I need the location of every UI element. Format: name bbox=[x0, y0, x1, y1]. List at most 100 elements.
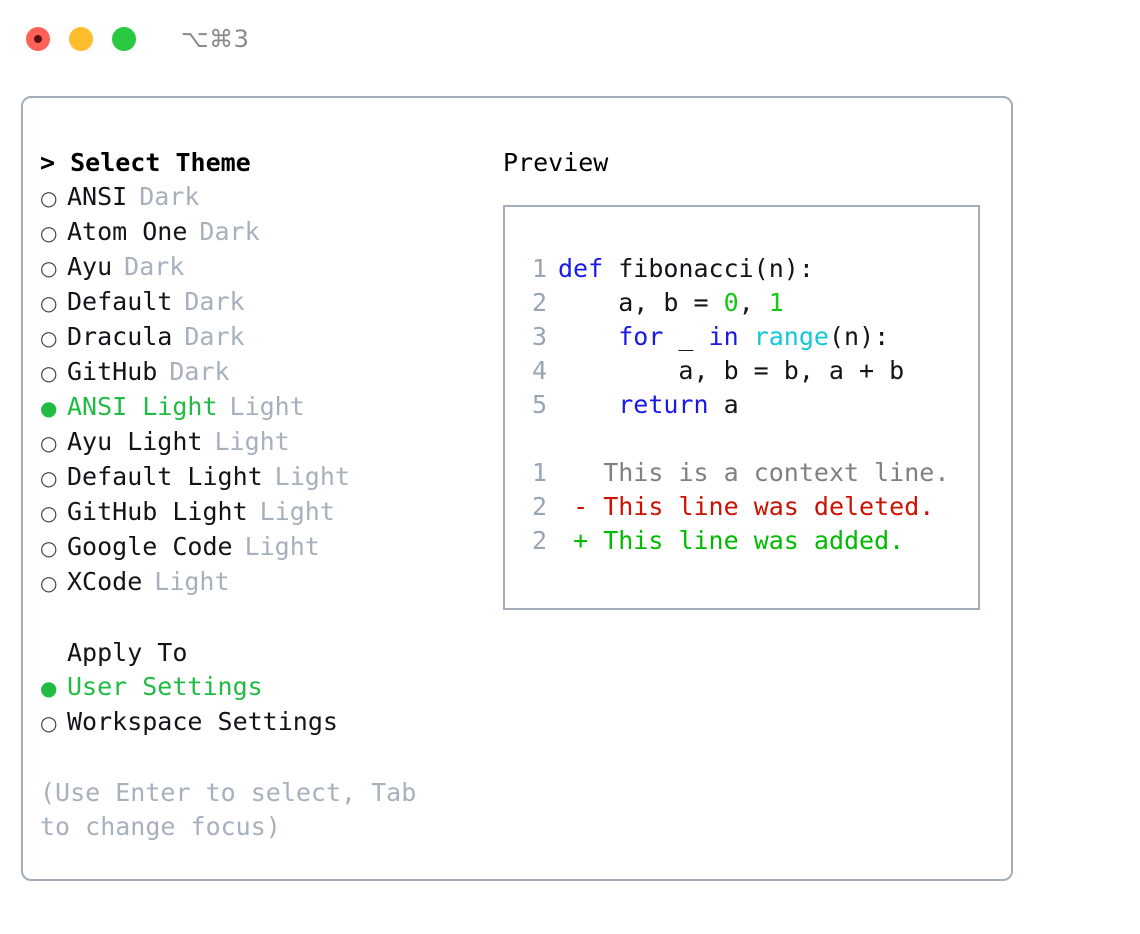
theme-option-label: GitHub Light bbox=[67, 497, 248, 526]
code-token-plain: , bbox=[738, 288, 769, 317]
radio-unselected-icon: ○ bbox=[40, 361, 58, 385]
code-token-plain: a, b = b, a + b bbox=[558, 356, 905, 385]
theme-option-label: ANSI bbox=[67, 182, 128, 211]
theme-option-label: Ayu bbox=[67, 252, 113, 281]
code-token-builtin: range bbox=[753, 322, 829, 351]
diff-line-text: + This line was added. bbox=[558, 524, 904, 558]
radio-unselected-icon: ○ bbox=[40, 291, 58, 315]
code-token-kw: for bbox=[618, 322, 664, 351]
code-line-text: for _ in range(n): bbox=[558, 320, 889, 354]
code-line: 1 def fibonacci(n): bbox=[525, 252, 978, 286]
diff-sign bbox=[573, 458, 588, 487]
theme-option-variant: Light bbox=[244, 532, 320, 561]
radio-unselected-icon: ○ bbox=[40, 711, 58, 735]
code-token-num: 1 bbox=[768, 288, 784, 317]
keyboard-shortcut-label: ⌥⌘3 bbox=[181, 25, 250, 53]
radio-unselected-icon: ○ bbox=[40, 256, 58, 280]
code-token-plain: a, b = bbox=[558, 288, 724, 317]
code-token-plain bbox=[739, 322, 754, 351]
code-token-plain: (n): bbox=[828, 322, 890, 351]
code-token-plain bbox=[558, 390, 618, 419]
radio-unselected-icon: ○ bbox=[40, 501, 58, 525]
code-token-plain: fibonacci(n): bbox=[618, 254, 814, 283]
radio-unselected-icon: ○ bbox=[40, 326, 58, 350]
code-line-number: 3 bbox=[531, 322, 547, 351]
theme-option-variant: Dark bbox=[124, 252, 185, 281]
theme-option-variant: Light bbox=[214, 427, 290, 456]
theme-option-variant: Light bbox=[274, 462, 350, 491]
window-titlebar: ⌥⌘3 bbox=[0, 0, 1140, 78]
close-button[interactable] bbox=[26, 27, 50, 51]
theme-option-label: Default bbox=[67, 287, 173, 316]
code-line-text: a, b = b, a + b bbox=[558, 354, 904, 388]
code-token-kw: return bbox=[618, 390, 709, 419]
select-theme-header: > Select Theme bbox=[40, 148, 251, 177]
theme-option-variant: Dark bbox=[184, 322, 245, 351]
theme-option-label: Dracula bbox=[67, 322, 173, 351]
code-line-text: def fibonacci(n): bbox=[558, 252, 814, 286]
minimize-button[interactable] bbox=[69, 27, 93, 51]
diff-line-number: 2 bbox=[531, 492, 547, 521]
code-diff-separator bbox=[525, 422, 978, 456]
radio-selected-icon: ● bbox=[40, 676, 58, 700]
theme-option-variant: Light bbox=[229, 392, 305, 421]
code-token-plain: _ bbox=[663, 322, 709, 351]
apply-to-option-workspace-settings[interactable]: ○Workspace Settings bbox=[40, 705, 503, 740]
radio-unselected-icon: ○ bbox=[40, 186, 58, 210]
apply-to-option-user-settings[interactable]: ●User Settings bbox=[40, 670, 503, 705]
keyboard-hint-text: (Use Enter to select, Tab to change focu… bbox=[40, 778, 417, 841]
theme-option-variant: Dark bbox=[199, 217, 260, 246]
diff-line-context: 1 This is a context line. bbox=[525, 456, 978, 490]
theme-option-variant: Dark bbox=[139, 182, 200, 211]
apply-to-list[interactable]: ●User Settings○Workspace Settings bbox=[40, 670, 503, 740]
theme-option-dracula[interactable]: ○ Dracula Dark bbox=[40, 320, 503, 355]
theme-option-label: XCode bbox=[67, 567, 143, 596]
theme-option-ansi[interactable]: ○ ANSI Dark bbox=[40, 180, 503, 215]
maximize-button[interactable] bbox=[112, 27, 136, 51]
code-line: 5 return a bbox=[525, 388, 978, 422]
code-token-plain bbox=[558, 322, 618, 351]
diff-line-deleted: 2 - This line was deleted. bbox=[525, 490, 978, 524]
theme-option-ayu[interactable]: ○ Ayu Dark bbox=[40, 250, 503, 285]
theme-option-variant: Dark bbox=[184, 287, 245, 316]
diff-sample: 1 This is a context line.2 - This line w… bbox=[525, 456, 978, 558]
code-line-number: 1 bbox=[531, 254, 547, 283]
code-token-kw: in bbox=[708, 322, 739, 351]
code-token-kw: def bbox=[558, 254, 619, 283]
theme-option-label: Atom One bbox=[67, 217, 188, 246]
window-controls bbox=[26, 27, 136, 51]
diff-content: This line was deleted. bbox=[603, 492, 935, 521]
diff-line-number: 1 bbox=[531, 458, 547, 487]
code-line-number: 4 bbox=[531, 356, 547, 385]
preview-header: Preview bbox=[503, 148, 609, 177]
diff-content: This line was added. bbox=[603, 526, 905, 555]
code-token-num: 0 bbox=[723, 288, 739, 317]
code-line-number: 2 bbox=[531, 288, 547, 317]
apply-to-header: Apply To bbox=[67, 638, 188, 667]
theme-option-label: Default Light bbox=[67, 462, 263, 491]
radio-unselected-icon: ○ bbox=[40, 571, 58, 595]
theme-option-github-light[interactable]: ○ GitHub Light Light bbox=[40, 495, 503, 530]
radio-selected-icon: ● bbox=[40, 396, 58, 420]
code-line: 4 a, b = b, a + b bbox=[525, 354, 978, 388]
diff-sign: - bbox=[573, 492, 589, 521]
code-line-text: return a bbox=[558, 388, 738, 422]
code-line-text: a, b = 0, 1 bbox=[558, 286, 784, 320]
theme-option-variant: Light bbox=[259, 497, 335, 526]
code-line: 3 for _ in range(n): bbox=[525, 320, 978, 354]
diff-line-number: 2 bbox=[531, 526, 547, 555]
diff-line-added: 2 + This line was added. bbox=[525, 524, 978, 558]
theme-option-default[interactable]: ○ Default Dark bbox=[40, 285, 503, 320]
